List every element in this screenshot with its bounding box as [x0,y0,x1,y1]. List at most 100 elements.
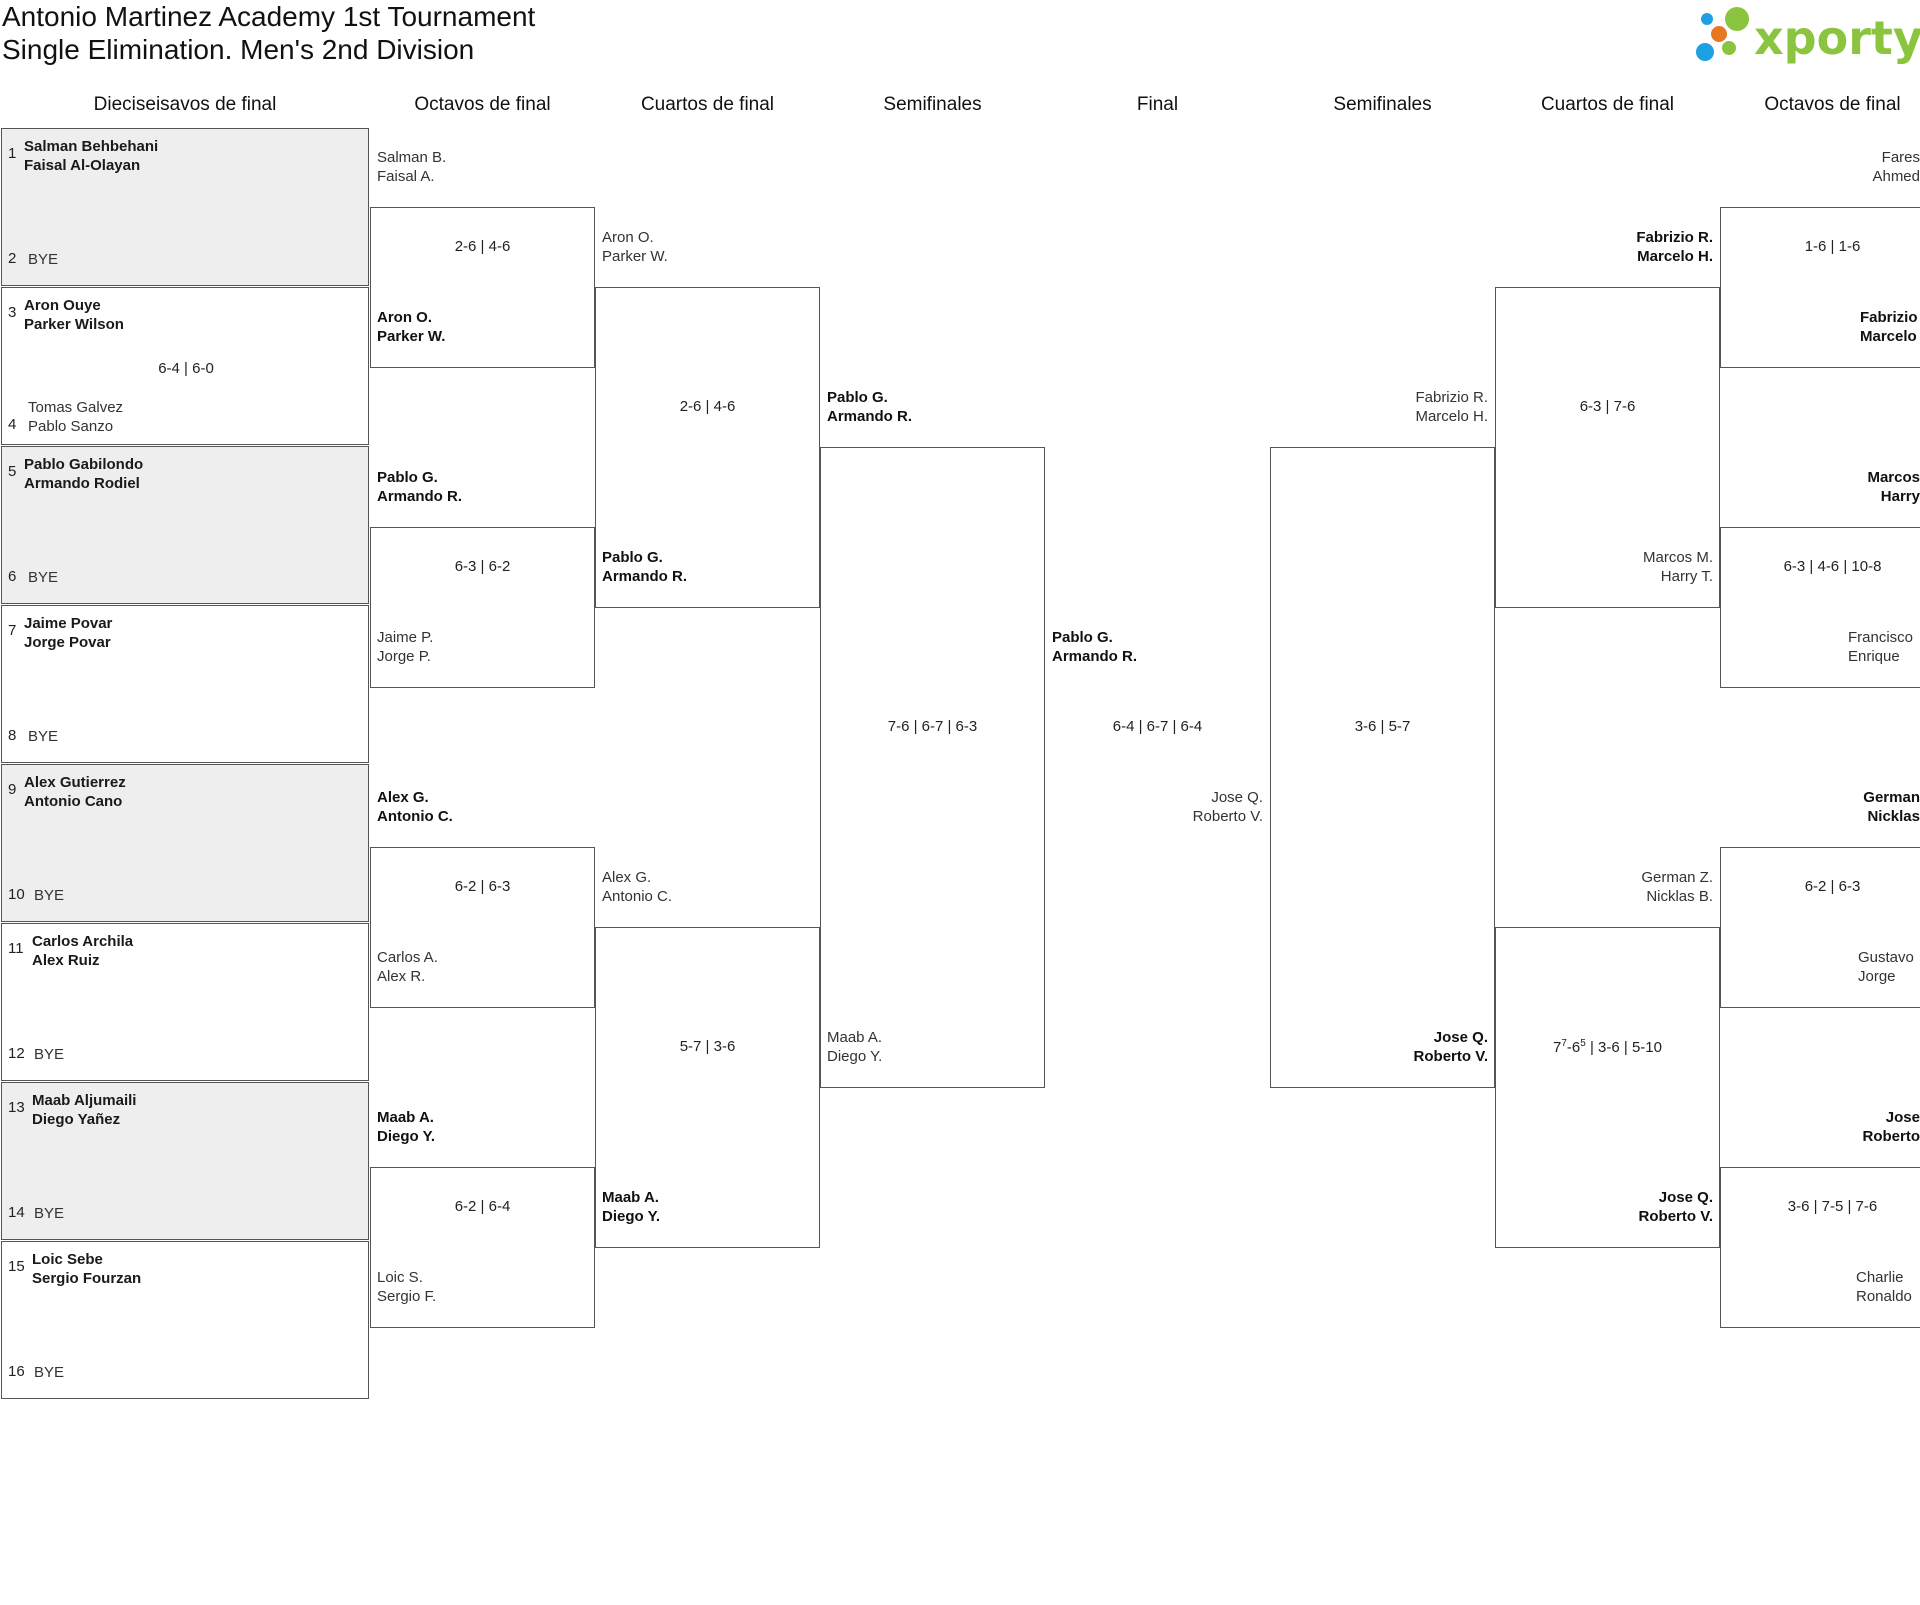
col-header-qf-right: Cuartos de final [1540,94,1675,115]
r16-left-2-bottom[interactable]: Jaime P.Jorge P. [377,629,434,665]
qf-right-2-score: 77-65 | 3-6 | 5-10 [1553,1038,1662,1056]
match-box-r16-left-4 [370,1167,595,1328]
final-score: 6-4 | 6-7 | 6-4 [1112,718,1203,735]
seed-number: 6 [8,568,17,585]
sf-right-bottom[interactable]: Jose Q.Roberto V. [1413,1029,1488,1065]
sf-right-score: 3-6 | 5-7 [1354,718,1411,735]
r16-left-1-score: 2-6 | 4-6 [454,238,511,255]
r32-player-b[interactable]: BYE [28,569,59,586]
match-box-r16-left-1 [370,207,595,368]
r16-left-4-bottom[interactable]: Loic S.Sergio F. [377,1269,437,1305]
seed-number: 8 [8,727,17,744]
r32-player-b[interactable]: BYE [34,1046,65,1063]
r16-left-4-score: 6-2 | 6-4 [454,1198,511,1215]
seed-number: 15 [8,1258,25,1275]
r32-score: 6-4 | 6-0 [158,360,214,377]
match-box-sf-right [1270,447,1495,1088]
match-box-r16-left-3 [370,847,595,1008]
sf-left-score: 7-6 | 6-7 | 6-3 [887,718,978,735]
col-header-sf-left: Semifinales [883,94,982,115]
r32-player-b[interactable]: BYE [34,1364,65,1381]
seed-number: 7 [8,622,17,639]
r16-right-1-score: 1-6 | 1-6 [1804,238,1861,255]
qf-left-1-top[interactable]: Aron O.Parker W. [602,229,668,265]
col-header-final: Final [1136,94,1179,115]
r32-player-b[interactable]: BYE [34,1205,65,1222]
r32-player-b[interactable]: BYE [34,887,65,904]
r16-left-4-top[interactable]: Maab A.Diego Y. [377,1109,436,1145]
sf-left-bottom[interactable]: Maab A.Diego Y. [827,1029,883,1065]
seed-number: 11 [8,940,24,957]
seed-number: 12 [8,1045,25,1062]
qf-right-2-bottom[interactable]: Jose Q.Roberto V. [1638,1189,1713,1225]
r16-left-2-top[interactable]: Pablo G.Armando R. [377,469,463,505]
r16-right-3-score: 6-2 | 6-3 [1804,878,1861,895]
match-box-r16-right-2 [1720,527,1920,688]
r16-left-3-top[interactable]: Alex G.Antonio C. [377,789,453,825]
qf-right-1-score: 6-3 | 7-6 [1579,398,1636,415]
logo-text: xporty [1754,11,1920,65]
qf-left-1-bottom[interactable]: Pablo G.Armando R. [602,549,688,585]
r16-right-2-score: 6-3 | 4-6 | 10-8 [1783,558,1882,575]
tournament-title: Antonio Martinez Academy 1st Tournament [2,1,536,32]
col-header-sf-right: Semifinales [1333,94,1432,115]
final-left[interactable]: Pablo G.Armando R. [1052,629,1138,665]
r16-left-1-bottom[interactable]: Aron O.Parker W. [377,309,446,345]
logo-dot-icon [1722,41,1736,55]
sf-right-top[interactable]: Fabrizio R.Marcelo H. [1415,389,1488,425]
qf-left-2-bottom[interactable]: Maab A.Diego Y. [602,1189,661,1225]
qf-right-2-top[interactable]: German Z.Nicklas B. [1641,869,1713,905]
r16-left-1-top[interactable]: Salman B.Faisal A. [377,149,447,185]
logo-dot-icon [1701,13,1713,25]
r16-left-2-score: 6-3 | 6-2 [454,558,511,575]
match-box-qf-left-1 [595,287,820,608]
sf-left-top[interactable]: Pablo G.Armando R. [827,389,913,425]
logo-dot-icon [1725,7,1749,31]
final-right[interactable]: Jose Q.Roberto V. [1192,789,1263,825]
match-box-qf-left-2 [595,927,820,1248]
r32-player-b[interactable]: BYE [28,728,59,745]
r16-left-3-bottom[interactable]: Carlos A.Alex R. [377,949,438,985]
match-box-r16-right-1 [1720,207,1920,368]
seed-number: 9 [8,781,17,798]
col-header-r16-right: Octavos de final [1764,94,1901,115]
logo-dot-icon [1696,43,1714,61]
qf-right-1-bottom[interactable]: Marcos M.Harry T. [1642,549,1713,585]
col-header-qf-left: Cuartos de final [640,94,775,115]
logo-dot-icon [1711,26,1727,42]
seed-number: 5 [8,463,17,480]
match-box-r16-right-3 [1720,847,1920,1008]
seed-number: 14 [8,1204,25,1221]
r16-right-4-score: 3-6 | 7-5 | 7-6 [1787,1198,1878,1215]
qf-right-1-top[interactable]: Fabrizio R.Marcelo H. [1636,229,1713,265]
seed-number: 4 [8,416,17,433]
xporty-logo[interactable]: xporty [1692,4,1920,70]
seed-number: 3 [8,304,17,321]
qf-left-2-top[interactable]: Alex G.Antonio C. [602,869,673,905]
r32-player-b[interactable]: BYE [28,251,59,268]
seed-number: 10 [8,886,25,903]
